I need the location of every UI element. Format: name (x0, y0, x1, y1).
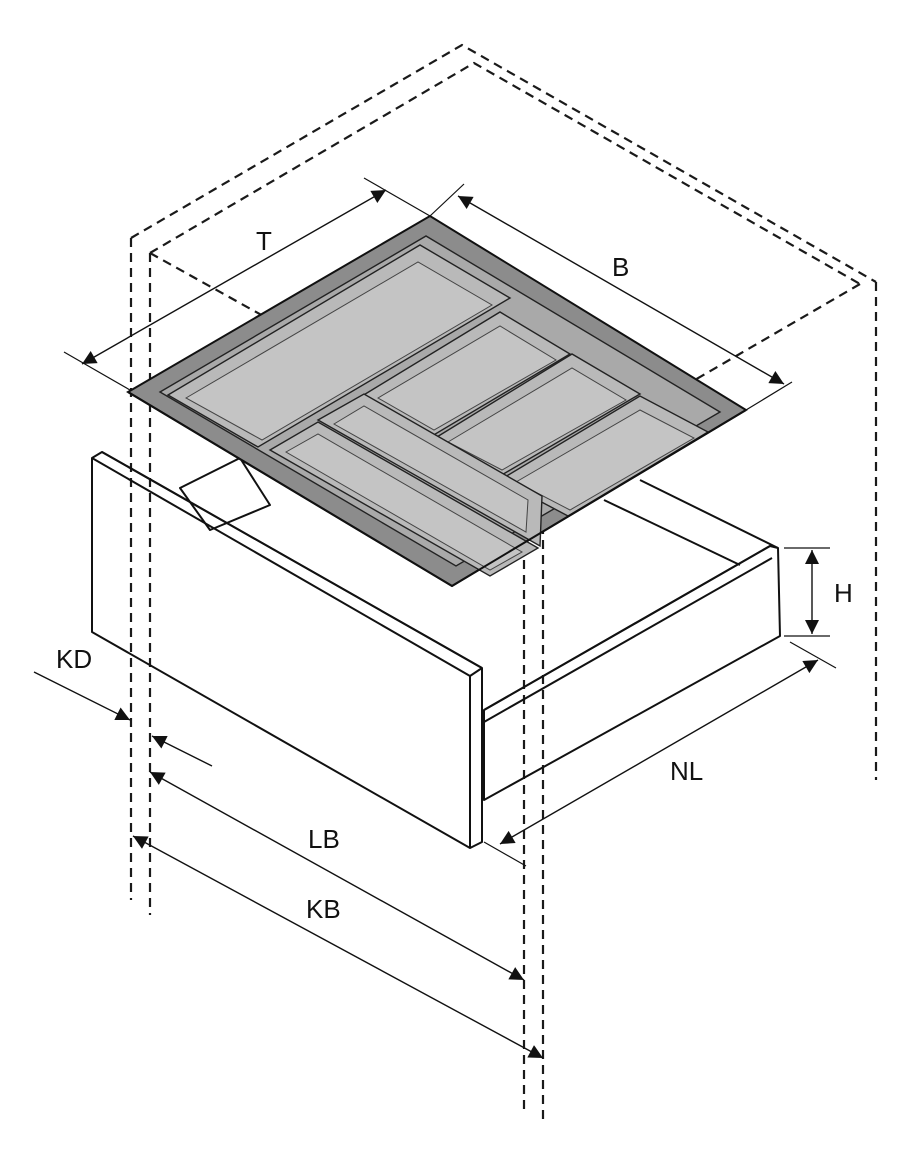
cabinet-outline (129, 43, 878, 1124)
label-lb: LB (308, 824, 340, 854)
dimension-b: B (429, 183, 793, 411)
dimension-t: T (63, 177, 431, 391)
label-b: B (612, 252, 629, 282)
cutlery-tray (126, 214, 748, 588)
label-nl: NL (670, 756, 703, 786)
drawer-right-side (483, 545, 781, 801)
dimension-nl: NL (483, 641, 837, 867)
dimension-h: H (784, 547, 853, 637)
label-t: T (256, 226, 272, 256)
label-h: H (834, 578, 853, 608)
dimension-kb: KB (132, 835, 544, 1059)
label-kd: KD (56, 644, 92, 674)
dimension-kd: KD (33, 644, 213, 767)
label-kb: KB (306, 894, 341, 924)
